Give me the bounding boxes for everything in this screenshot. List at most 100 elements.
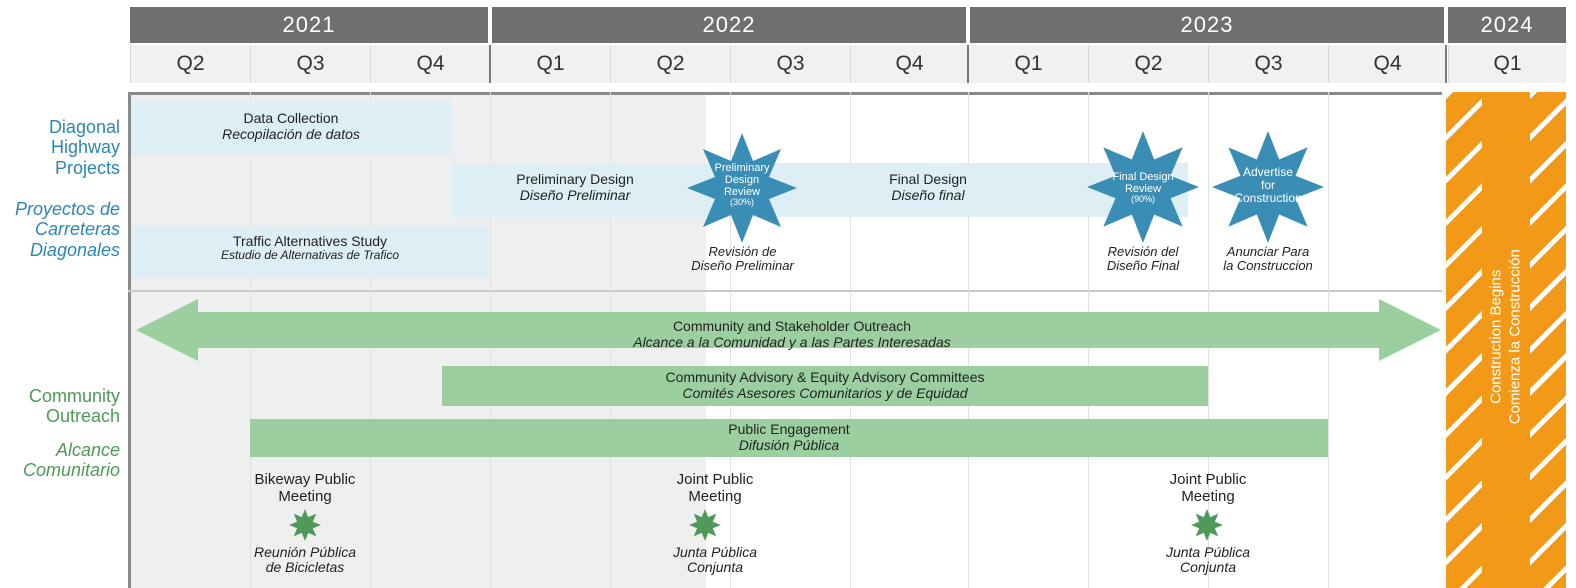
advertise-text: Advertise for Construction: [1223, 165, 1313, 206]
preliminary-review-es: Revisión de Diseño Preliminar: [680, 244, 805, 274]
year-2023: 2023: [970, 7, 1444, 43]
meeting-line: Bikeway Public: [254, 471, 356, 488]
quarter-cell: Q2: [1088, 45, 1208, 83]
public-engagement-bar: [250, 419, 1328, 457]
final-review-text: Final Design Review (90%): [1098, 171, 1188, 205]
design-bar: [452, 163, 1188, 217]
outreach-en: Community Advisory & Equity Advisory Com…: [665, 369, 985, 385]
caption-line: Diseño Final: [1106, 258, 1180, 274]
outreach-es: Comités Asesores Comunitarios y de Equid…: [682, 385, 968, 402]
final-design-label: Final Design Diseño final: [858, 171, 998, 203]
advertise-star: [1212, 131, 1324, 243]
meeting-line: Conjunta: [1179, 559, 1237, 576]
label-line: Projects: [54, 157, 120, 178]
meeting-line: Junta Pública: [672, 544, 758, 560]
meeting-line: Junta Pública: [1165, 544, 1251, 560]
star-pct: (90%): [1130, 194, 1155, 205]
star-shape: [1191, 509, 1223, 541]
meeting-line: Reunión Pública: [254, 544, 356, 560]
meeting-star-icon: [1191, 509, 1223, 541]
projects-label-es: Proyectos de Carreteras Diagonales: [0, 199, 120, 260]
task-en: Data Collection: [243, 110, 339, 126]
label-line: Diagonal: [48, 117, 120, 137]
task-en: Final Design: [889, 171, 967, 187]
outreach-es: Difusión Pública: [738, 437, 840, 454]
label-line: Community: [28, 386, 120, 406]
star-line: Construction: [1234, 191, 1302, 206]
data-collection-label: Data Collection Recopilación de datos: [131, 110, 451, 142]
caption-line: Diseño Preliminar: [691, 258, 794, 274]
year-2021: 2021: [130, 7, 488, 43]
year-2022: 2022: [492, 7, 966, 43]
star-shape: [289, 509, 321, 541]
task-es: Diseño final: [891, 187, 965, 204]
star-pct: (30%): [729, 197, 754, 208]
star-shape: [689, 509, 721, 541]
construction-column-right-stripes: [1530, 92, 1566, 588]
year-separator: [489, 45, 491, 83]
quarter-cell: Q1: [968, 45, 1088, 83]
advertise-es: Anunciar Para la Construccion: [1208, 244, 1328, 274]
year-separator: [967, 45, 969, 83]
outreach-label-es: Alcance Comunitario: [0, 440, 120, 481]
meeting-line: Meeting: [1181, 487, 1235, 505]
meeting-line: Conjunta: [686, 559, 744, 576]
quarter-cell: Q4: [370, 45, 490, 83]
traffic-study-label: Traffic Alternatives Study Estudio de Al…: [131, 233, 489, 263]
year-label: 2021: [282, 12, 336, 37]
label-line: Outreach: [45, 406, 120, 427]
task-es: Estudio de Alternativas de Trafico: [220, 248, 400, 263]
label-line: Carreteras: [34, 219, 120, 240]
outreach-en: Public Engagement: [728, 421, 850, 437]
star-shape: [1212, 131, 1324, 243]
label-line: Comunitario: [22, 460, 120, 481]
construction-center: [1482, 92, 1530, 588]
public-engagement-label: Public Engagement Difusión Pública: [250, 421, 1328, 453]
quarter-cell: Q2: [130, 45, 250, 83]
joint-meeting-1-es: Junta Pública Conjunta: [640, 544, 790, 576]
star-line: Review: [1124, 183, 1162, 196]
label-line: Highway: [50, 137, 120, 158]
construction-es: Comienza la Construcción: [1506, 249, 1523, 425]
final-review-es: Revisión del Diseño Final: [1088, 244, 1198, 274]
star-line: Preliminary: [714, 162, 770, 174]
quarter-cell: Q3: [250, 45, 370, 83]
label-line: Proyectos de: [14, 199, 120, 219]
bikeway-meeting-es: Reunión Pública de Bicicletas: [225, 544, 385, 576]
quarter-cell: Q1: [490, 45, 610, 83]
projects-label-en: Diagonal Highway Projects: [0, 117, 120, 178]
section-divider: [128, 290, 1442, 292]
task-es: Recopilación de datos: [222, 126, 360, 143]
preliminary-review-text: Preliminary Design Review (30%): [697, 162, 787, 208]
caption-line: Revisión de: [708, 244, 777, 259]
caption-line: Anunciar Para: [1226, 244, 1310, 259]
star-shape: [687, 133, 797, 243]
final-review-star: [1087, 131, 1199, 243]
preliminary-design-label: Preliminary Design Diseño Preliminar: [490, 171, 660, 203]
quarter-cell: Q3: [730, 45, 850, 83]
star-line: Advertise: [1242, 165, 1294, 179]
quarter-cell: Q2: [610, 45, 730, 83]
task-en: Traffic Alternatives Study: [232, 233, 388, 249]
joint-meeting-2-label: Joint Public Meeting: [1133, 471, 1283, 505]
meeting-line: Meeting: [278, 487, 332, 505]
year-label: 2023: [1180, 12, 1234, 37]
traffic-study-bar: [131, 226, 489, 278]
chart-frame: [128, 92, 1442, 588]
quarter-cell: Q1: [1448, 45, 1566, 83]
task-es: Diseño Preliminar: [519, 187, 631, 204]
star-line: Final Design: [1112, 171, 1174, 183]
stakeholder-outreach-arrow: [136, 299, 1441, 361]
year-label: 2022: [702, 12, 756, 37]
quarter-cell: Q4: [850, 45, 968, 83]
label-line: Alcance: [55, 440, 120, 460]
label-line: Diagonales: [29, 239, 120, 260]
construction-en: Construction Begins: [1487, 269, 1505, 404]
year-label: 2024: [1480, 12, 1534, 37]
year-2024: 2024: [1448, 7, 1566, 43]
preliminary-review-star: [687, 133, 797, 243]
star-shape: [1087, 131, 1199, 243]
caption-line: Revisión del: [1107, 244, 1179, 259]
meeting-star-icon: [289, 509, 321, 541]
committees-bar: [442, 366, 1208, 406]
